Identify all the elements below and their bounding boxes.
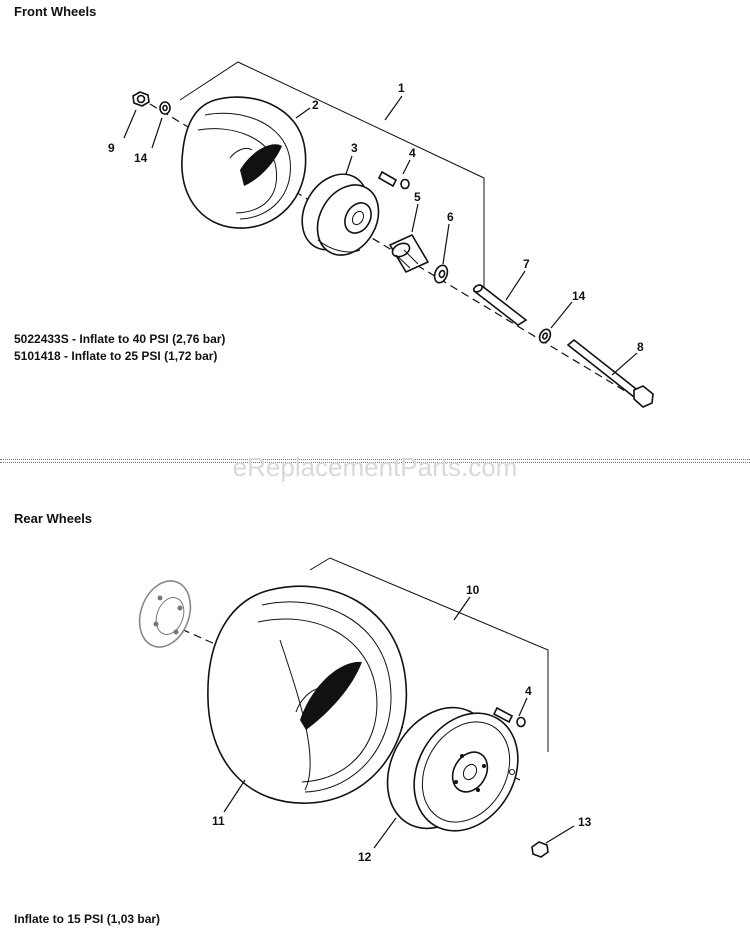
rear-tire [207,585,408,804]
leader-11 [223,779,246,813]
rear-lug-nut [531,841,549,858]
callout-3: 3 [351,141,358,155]
leader-4-rear [518,697,528,717]
callout-10: 10 [466,583,480,597]
leader-3 [345,155,353,175]
front-rim [301,173,380,256]
rear-inflate-note: Inflate to 15 PSI (1,03 bar) [14,912,161,926]
leader-12 [373,817,397,849]
front-spacer-tube [472,284,528,326]
front-valve-stem [377,170,410,190]
leader-13 [545,825,575,844]
front-wheels-title: Front Wheels [14,4,97,19]
callout-5: 5 [414,190,421,204]
front-inflate-note-1: 5022433S - Inflate to 40 PSI (2,76 bar) [14,332,226,346]
rear-wheels-title: Rear Wheels [14,511,93,526]
leader-5 [411,203,419,233]
front-spacer-washer [433,264,449,284]
front-washer-inner [538,328,552,344]
leader-7 [505,270,526,301]
front-washer-outer [159,101,171,115]
leader-14a [151,117,163,149]
rear-valve-stem [492,706,526,728]
callout-7: 7 [523,257,530,271]
section-divider-bottom [0,462,750,463]
callout-4-front: 4 [409,146,416,160]
rear-hub [138,580,192,648]
callout-1: 1 [398,81,405,95]
leader-4-front [402,159,411,175]
callout-8: 8 [637,340,644,354]
callout-14a: 14 [134,151,148,165]
assembly-bracket-rear [309,557,549,752]
leader-8 [611,352,638,376]
front-tire [181,96,307,229]
callout-11: 11 [212,814,225,828]
assembly-bracket-front [179,61,485,300]
leader-2 [295,107,311,119]
rear-rim [386,706,519,832]
front-nut [132,91,150,107]
callout-6: 6 [447,210,454,224]
leader-6 [442,223,450,265]
front-inflate-note-2: 5101418 - Inflate to 25 PSI (1,72 bar) [14,349,218,363]
callout-2: 2 [312,98,319,112]
callout-14b: 14 [572,289,586,303]
section-divider-top [0,459,750,460]
callout-13: 13 [578,815,592,829]
watermark: eReplacementParts.com [232,452,518,482]
front-axle-bolt [566,338,654,408]
leader-1 [384,95,403,121]
callout-4-rear: 4 [525,684,532,698]
leader-14b [550,301,573,329]
callout-12: 12 [358,850,372,864]
leader-10 [453,596,471,621]
front-bearing [388,233,430,274]
callout-9: 9 [108,141,115,155]
leader-9 [123,109,137,139]
